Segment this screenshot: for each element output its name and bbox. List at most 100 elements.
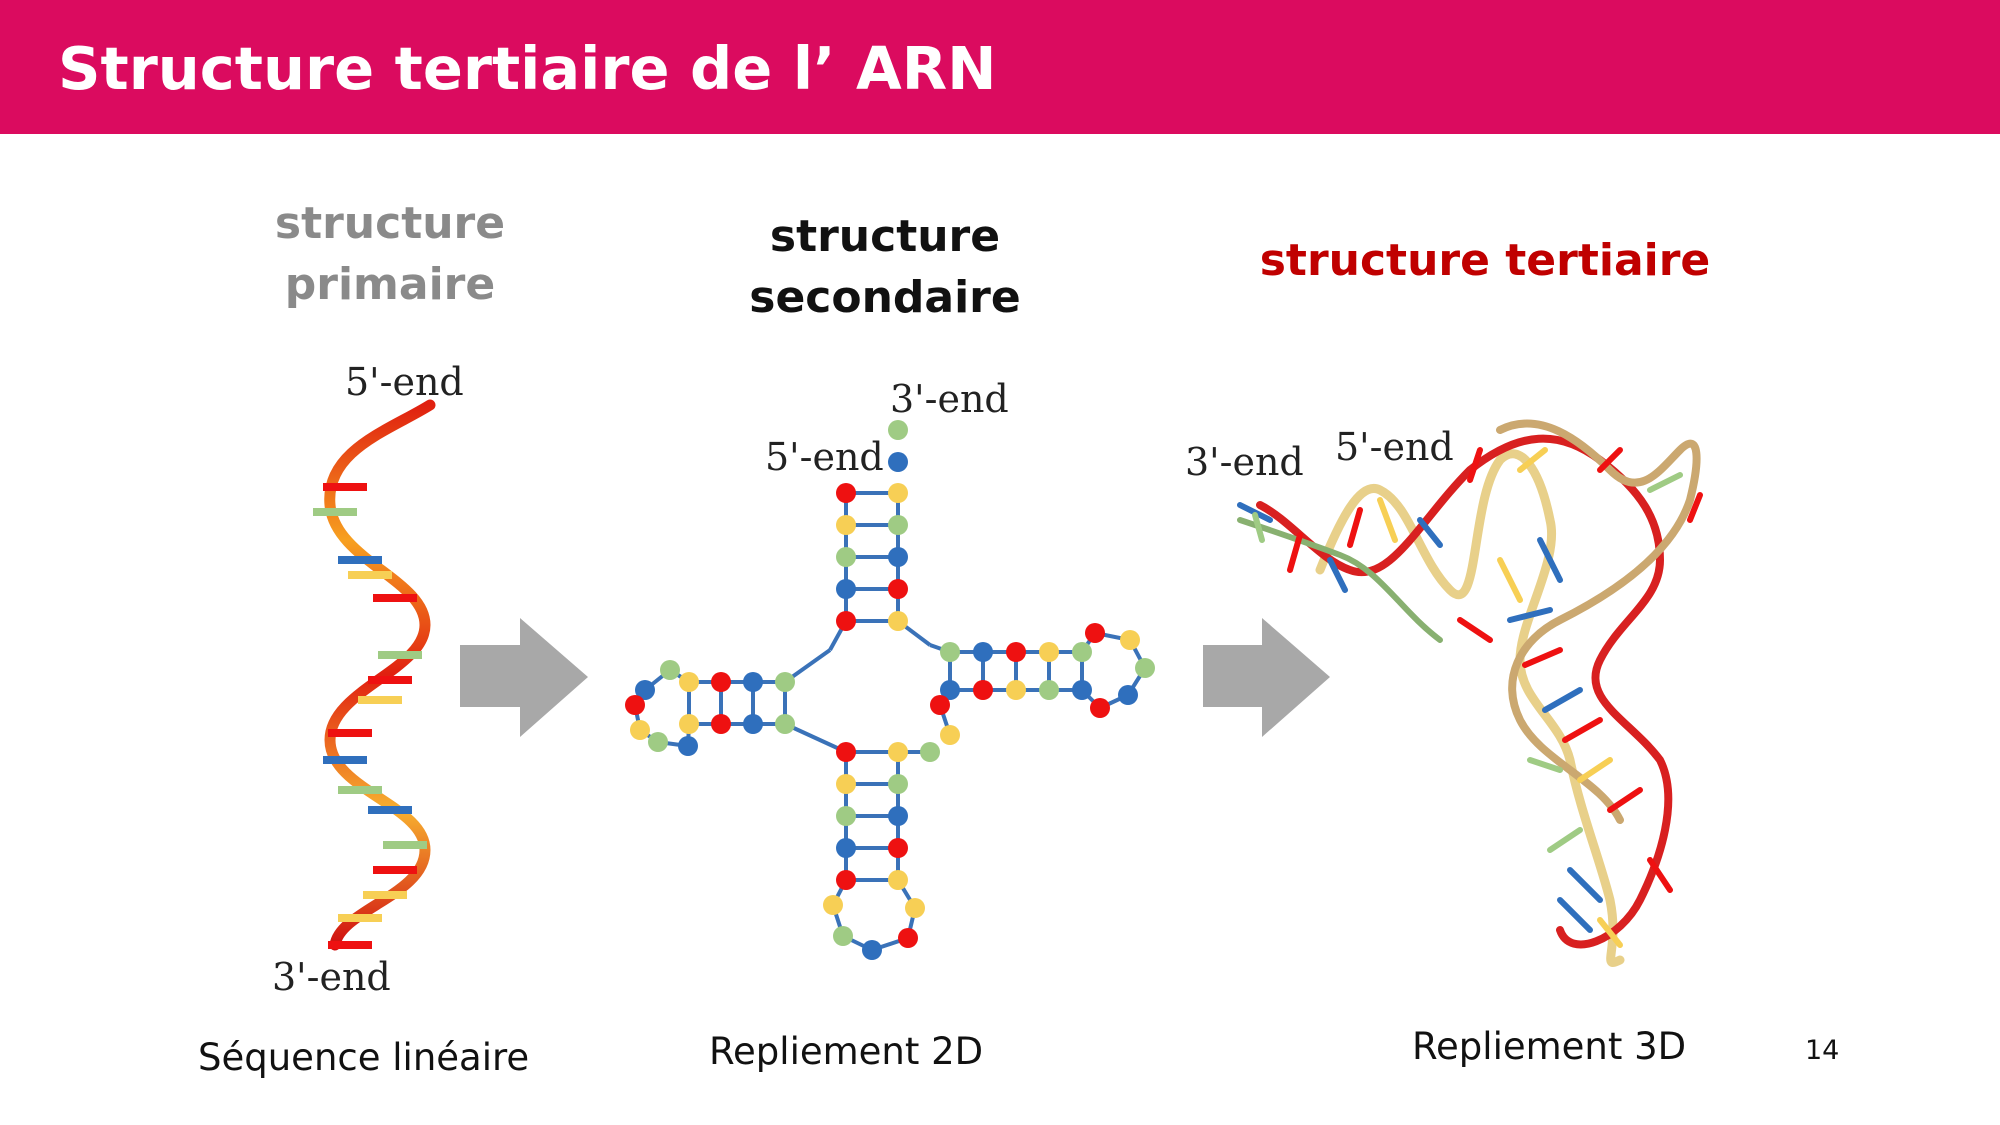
arrow-right-icon bbox=[1203, 618, 1330, 737]
tertiary-base-stick bbox=[1547, 827, 1583, 853]
tertiary-three-end-label: 3'-end bbox=[1185, 440, 1304, 484]
nucleotide-dot bbox=[1072, 680, 1092, 700]
backbone-link bbox=[784, 722, 847, 754]
nucleotide-dot bbox=[905, 898, 925, 918]
nucleotide-dot bbox=[679, 714, 699, 734]
tertiary-base-stick bbox=[1457, 617, 1493, 643]
caption-3d-folding: Repliement 3D bbox=[1412, 1025, 1687, 1068]
nucleotide-dot bbox=[888, 515, 908, 535]
nucleotide-dot bbox=[648, 732, 668, 752]
nucleotide-dot bbox=[888, 838, 908, 858]
nucleotide-dot bbox=[679, 672, 699, 692]
tertiary-base-stick bbox=[1377, 497, 1398, 543]
nucleotide-dot bbox=[862, 940, 882, 960]
nucleotide-dot bbox=[775, 714, 795, 734]
tertiary-base-stick bbox=[1567, 867, 1603, 903]
tertiary-base-stick bbox=[1542, 687, 1583, 713]
tertiary-base-stick bbox=[1497, 557, 1523, 603]
tertiary-base-stick bbox=[1252, 512, 1265, 543]
tertiary-base-stick bbox=[1647, 472, 1683, 493]
primary-three-end-label: 3'-end bbox=[272, 955, 391, 999]
tertiary-base-stick bbox=[1517, 447, 1548, 473]
nucleotide-dot bbox=[836, 742, 856, 762]
tertiary-base-stick bbox=[1507, 607, 1553, 623]
nucleotide-dot bbox=[1135, 658, 1155, 678]
nucleotide-dot bbox=[888, 452, 908, 472]
tertiary-base-stick bbox=[1562, 717, 1603, 743]
tertiary-base-stick bbox=[1557, 897, 1593, 933]
nucleotide-dot bbox=[973, 680, 993, 700]
primary-five-end-label: 5'-end bbox=[345, 360, 464, 404]
secondary-title-line1: structure bbox=[769, 211, 1001, 262]
page-number: 14 bbox=[1805, 1035, 1840, 1066]
nucleotide-dot bbox=[1090, 698, 1110, 718]
nucleotide-dot bbox=[898, 928, 918, 948]
tertiary-base-stick bbox=[1597, 917, 1623, 948]
nucleotide-dot bbox=[775, 672, 795, 692]
nucleotide-dot bbox=[1118, 685, 1138, 705]
nucleotide-dot bbox=[1006, 680, 1026, 700]
nucleotide-dot bbox=[888, 806, 908, 826]
primary-title-line2: primaire bbox=[284, 259, 496, 310]
nucleotide-dot bbox=[888, 483, 908, 503]
nucleotide-dot bbox=[743, 672, 763, 692]
secondary-title-line2: secondaire bbox=[749, 272, 1021, 323]
nucleotide-dot bbox=[678, 736, 698, 756]
slide-title: Structure tertiaire de l’ ARN bbox=[58, 34, 997, 103]
nucleotide-dot bbox=[1006, 642, 1026, 662]
header-bar: Structure tertiaire de l’ ARN bbox=[0, 0, 2000, 134]
nucleotide-dot bbox=[823, 895, 843, 915]
tertiary-structure-title: structure tertiaire bbox=[1259, 235, 1711, 286]
nucleotide-dot bbox=[1039, 680, 1059, 700]
cloverleaf-structure bbox=[625, 420, 1155, 960]
nucleotide-dot bbox=[940, 725, 960, 745]
secondary-structure-title: structure secondaire bbox=[735, 206, 1035, 328]
nucleotide-dot bbox=[836, 870, 856, 890]
nucleotide-dot bbox=[920, 742, 940, 762]
tertiary-bases bbox=[1237, 447, 1703, 948]
nucleotide-dot bbox=[635, 680, 655, 700]
tertiary-base-stick bbox=[1417, 517, 1443, 548]
nucleotide-dot bbox=[940, 642, 960, 662]
nucleotide-dot bbox=[1085, 623, 1105, 643]
nucleotide-dot bbox=[836, 579, 856, 599]
nucleotide-dot bbox=[836, 806, 856, 826]
primary-title-line1: structure bbox=[274, 198, 506, 249]
caption-2d-folding: Repliement 2D bbox=[709, 1030, 984, 1073]
tertiary-base-stick bbox=[1522, 647, 1563, 668]
tertiary-base-stick bbox=[1687, 492, 1703, 523]
secondary-three-end-label: 3'-end bbox=[890, 377, 1009, 421]
secondary-five-end-label: 5'-end bbox=[765, 435, 884, 479]
nucleotide-dot bbox=[940, 680, 960, 700]
tertiary-base-stick bbox=[1287, 532, 1303, 573]
nucleotide-dot bbox=[836, 611, 856, 631]
nucleotide-dot bbox=[833, 926, 853, 946]
nucleotide-dot bbox=[630, 720, 650, 740]
nucleotide-dot bbox=[1120, 630, 1140, 650]
tertiary-base-stick bbox=[1577, 757, 1613, 783]
nucleotide-dot bbox=[625, 695, 645, 715]
nucleotide-dot bbox=[888, 742, 908, 762]
nucleotide-dot bbox=[836, 515, 856, 535]
tertiary-base-stick bbox=[1537, 537, 1563, 583]
nucleotide-dot bbox=[1072, 642, 1092, 662]
tertiary-base-stick bbox=[1647, 857, 1673, 893]
caption-linear-sequence: Séquence linéaire bbox=[198, 1036, 530, 1079]
tertiary-base-stick bbox=[1467, 447, 1483, 483]
nucleotide-dot bbox=[973, 642, 993, 662]
tertiary-base-stick bbox=[1327, 557, 1348, 593]
nucleotide-dot bbox=[888, 870, 908, 890]
nucleotide-dot bbox=[888, 774, 908, 794]
nucleotide-dot bbox=[711, 672, 731, 692]
helix-bases bbox=[313, 483, 427, 949]
tertiary-base-stick bbox=[1597, 447, 1623, 473]
nucleotide-dot bbox=[930, 695, 950, 715]
nucleotide-dot bbox=[836, 774, 856, 794]
tertiary-base-stick bbox=[1347, 507, 1363, 548]
nucleotide-dot bbox=[836, 838, 856, 858]
tertiary-ribbon bbox=[1237, 419, 1703, 967]
primary-helix bbox=[313, 399, 436, 951]
nucleotide-dot bbox=[888, 547, 908, 567]
tertiary-base-stick bbox=[1607, 787, 1643, 813]
nucleotide-dot bbox=[743, 714, 763, 734]
